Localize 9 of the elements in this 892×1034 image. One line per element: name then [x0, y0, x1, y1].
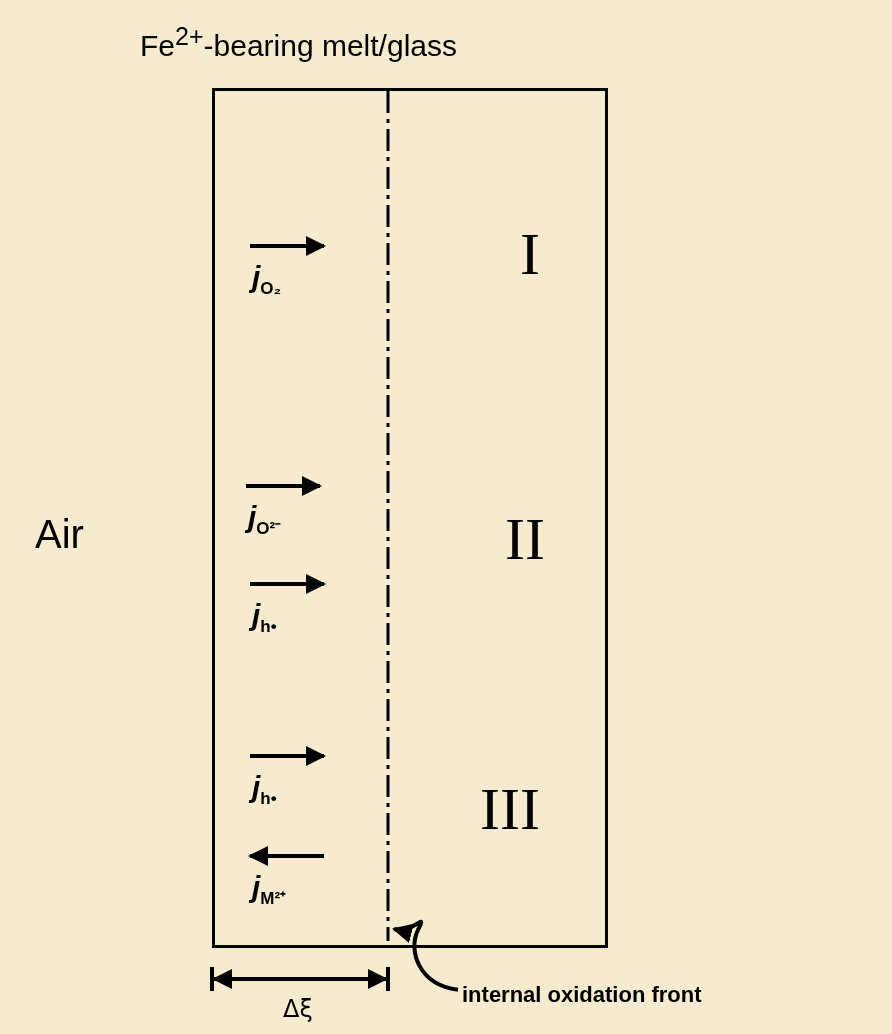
region-numeral: I: [520, 220, 540, 289]
region-numeral: II: [505, 505, 545, 574]
annotation-text: internal oxidation front: [462, 982, 702, 1008]
dimension-label: Δξ: [283, 995, 313, 1023]
heading: Fe$^{2+}$-bearing melt/glass: [140, 22, 457, 63]
side-label: Air: [35, 512, 84, 557]
leader-arrow: [392, 920, 459, 992]
region-numeral: III: [480, 775, 540, 844]
front-line: [384, 91, 392, 941]
